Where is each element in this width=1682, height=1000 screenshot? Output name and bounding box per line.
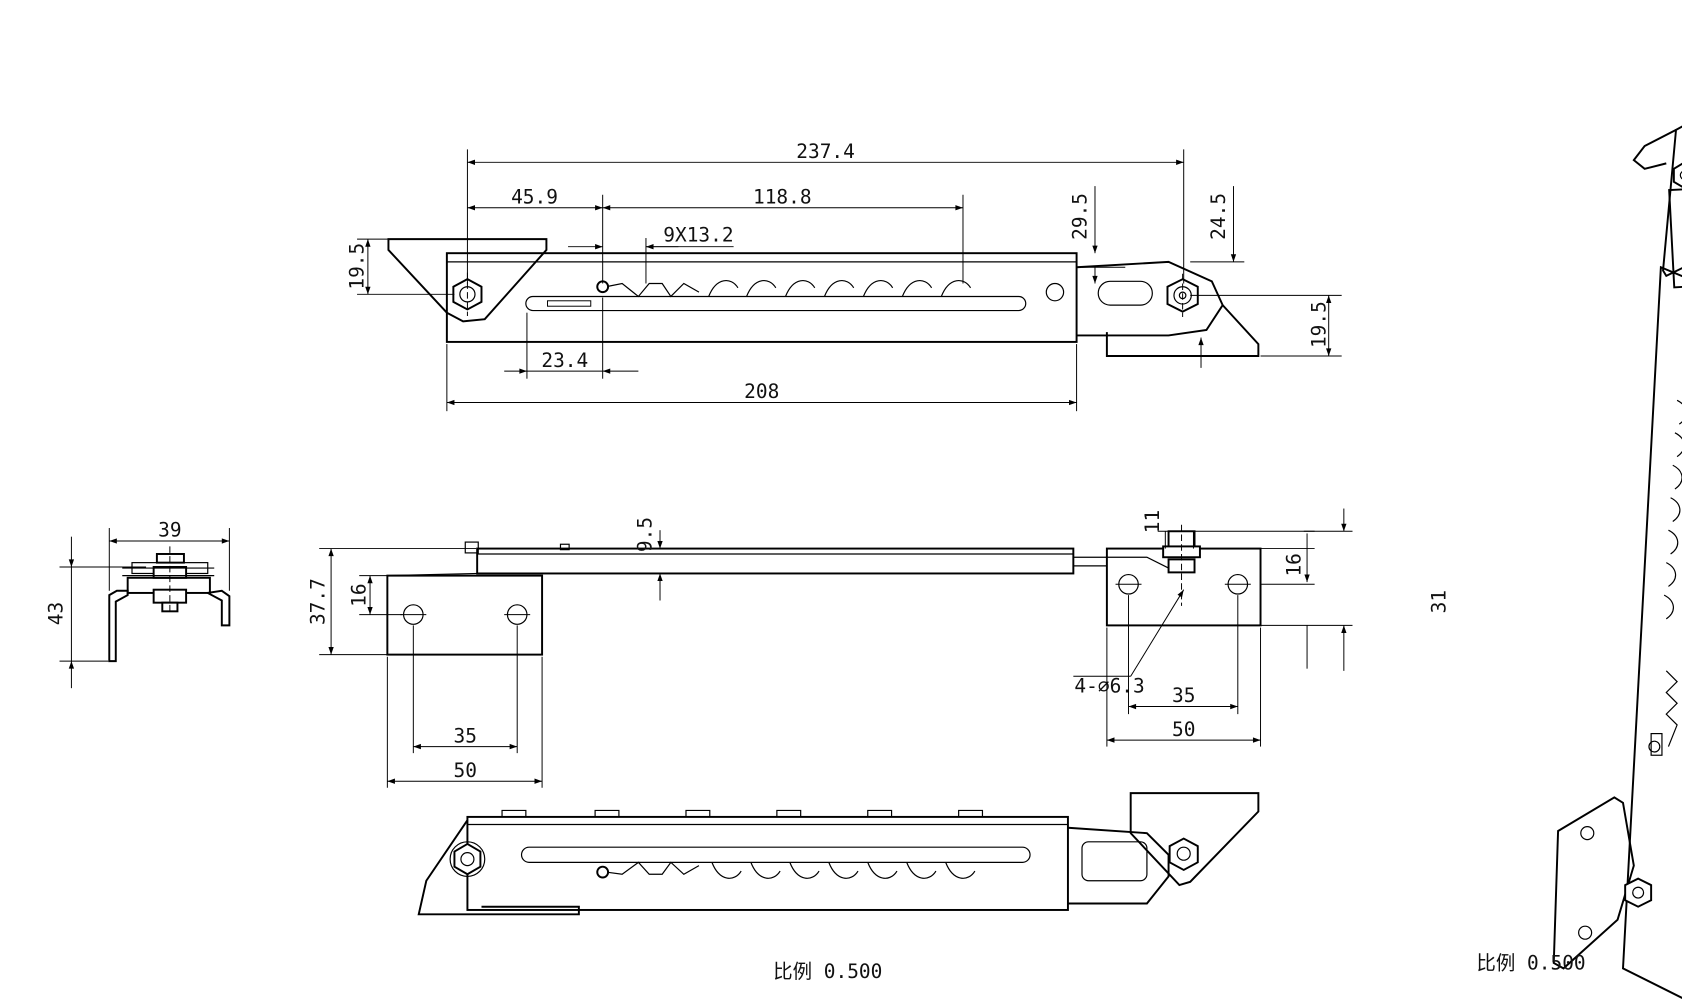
hex-nut-iso-bottom [1624, 877, 1653, 908]
dim-19-5-right: 19.5 [1307, 301, 1330, 348]
bottom-view [417, 792, 1260, 916]
front-view-dimensions: 9.5 37.7 16 35 50 11 16 31 4-∅6.3 35 50 [307, 508, 1451, 788]
scale-label-iso: 比例 0.500 [1476, 951, 1585, 974]
dim-35-left: 35 [454, 724, 477, 747]
dim-9x13-2: 9X13.2 [663, 223, 733, 246]
isometric-view [1552, 125, 1682, 999]
dim-19-5-left: 19.5 [346, 243, 369, 290]
scale-label-main: 比例 0.500 [773, 960, 882, 983]
dim-35-right: 35 [1172, 684, 1195, 707]
dim-24-5: 24.5 [1207, 193, 1230, 240]
dim-43: 43 [45, 602, 68, 625]
dim-16-right: 16 [1283, 553, 1306, 576]
dim-37-7: 37.7 [307, 578, 330, 625]
dim-31: 31 [1428, 590, 1451, 613]
dim-39: 39 [158, 519, 181, 542]
dim-16-left: 16 [348, 583, 371, 606]
side-view [108, 546, 231, 663]
hex-nut-bottom-left [453, 842, 482, 876]
hex-nut-bottom-right [1168, 837, 1199, 872]
holes-callout: 4-∅6.3 [1074, 674, 1144, 697]
dim-9-5: 9.5 [633, 517, 656, 552]
dim-118-8: 118.8 [753, 185, 812, 208]
dim-208: 208 [744, 380, 779, 403]
dim-50-left: 50 [454, 759, 477, 782]
top-view-dimensions: 237.4 45.9 118.8 9X13.2 19.5 29.5 24.5 1… [346, 140, 1342, 412]
dim-237-4: 237.4 [796, 140, 855, 163]
dim-50-right: 50 [1172, 718, 1195, 741]
dim-23-4: 23.4 [541, 349, 588, 372]
hex-nut-iso-top [1672, 162, 1682, 188]
dim-11: 11 [1141, 510, 1164, 533]
top-view [387, 238, 1260, 357]
dim-29-5: 29.5 [1068, 193, 1091, 240]
front-view [386, 524, 1262, 656]
dim-45-9: 45.9 [511, 185, 558, 208]
side-view-dimensions: 39 43 [45, 519, 230, 689]
